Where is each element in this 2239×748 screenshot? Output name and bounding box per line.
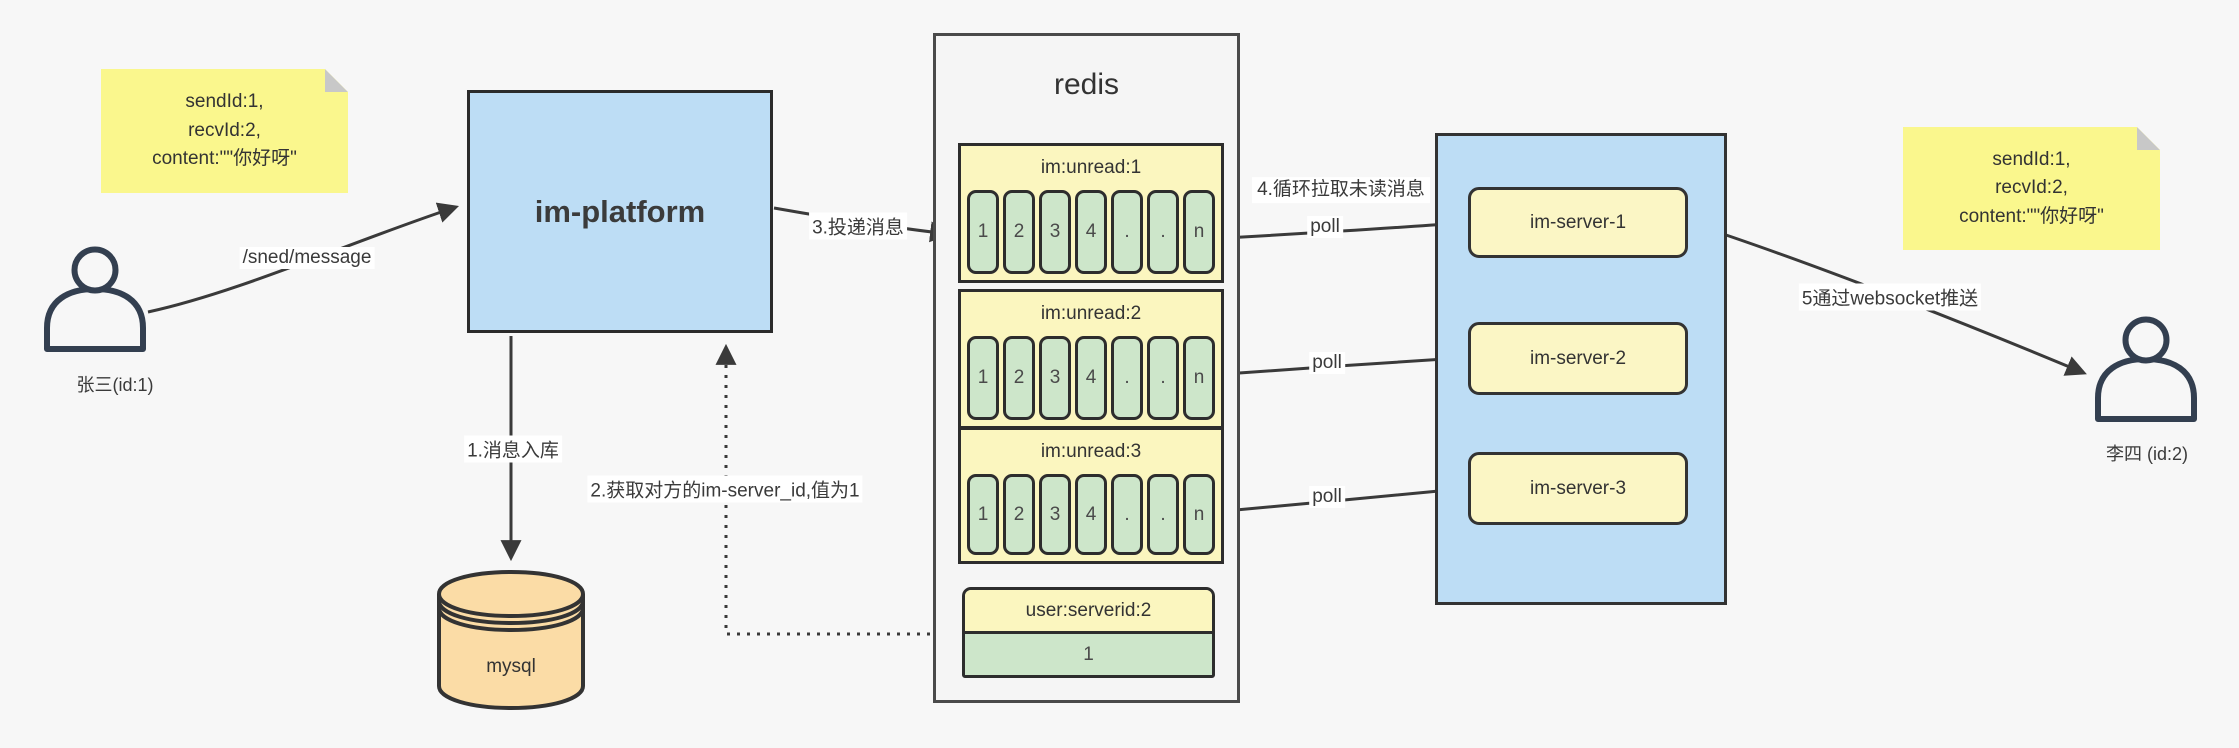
queue-cell: 4 <box>1075 336 1107 420</box>
note-line: recvId:2, <box>1995 177 2068 199</box>
edge-label-step3-deliver: 3.投递消息 <box>809 212 907 240</box>
note-line: content:""你好呀" <box>1959 205 2104 227</box>
mysql-database-node: mysql <box>435 568 587 710</box>
mysql-label: mysql <box>486 656 536 677</box>
im-server-2-node: im-server-2 <box>1468 322 1688 395</box>
note-line: sendId:1, <box>1992 148 2071 170</box>
edge-label-step5-websocket: 5通过websocket推送 <box>1798 283 1982 311</box>
user-serverid-kv: user:serverid:2 1 <box>962 587 1215 678</box>
redis-title: redis <box>1053 68 1120 101</box>
im-server-1-node: im-server-1 <box>1468 187 1688 258</box>
edge-poll-1 <box>1224 213 1464 240</box>
queue-cells: 1 2 3 4 . . n <box>961 474 1221 561</box>
note-line: content:""你好呀" <box>152 148 297 170</box>
edge-label-step4-loop-pull: 4.循环拉取未读消息 <box>1252 177 1430 203</box>
queue-cell: 3 <box>1039 190 1071 274</box>
database-cylinder-icon <box>437 569 585 710</box>
unread-queue-3: im:unread:3 1 2 3 4 . . n <box>958 427 1224 564</box>
im-platform-node: im-platform <box>467 90 773 333</box>
note-text: sendId:1, recvId:2, content:""你好呀" <box>152 88 297 174</box>
sender-label: 张三(id:1) <box>76 375 154 395</box>
unread-queue-2: im:unread:2 1 2 3 4 . . n <box>958 289 1224 429</box>
sticky-note-message-left: sendId:1, recvId:2, content:""你好呀" <box>101 69 348 193</box>
queue-cell: 1 <box>967 474 999 555</box>
queue-cell: . <box>1147 190 1179 274</box>
queue-cell: . <box>1111 336 1143 420</box>
queue-cell: 2 <box>1003 336 1035 420</box>
edge-label-poll-2: poll <box>1309 352 1345 374</box>
kv-key: user:serverid:2 <box>965 590 1212 634</box>
edge-label-step1-store-db: 1.消息入库 <box>464 435 562 463</box>
queue-cell: 1 <box>967 336 999 420</box>
queue-cell: n <box>1183 474 1215 555</box>
unread-queue-1: im:unread:1 1 2 3 4 . . n <box>958 143 1224 283</box>
note-line: sendId:1, <box>185 91 264 113</box>
kv-value: 1 <box>965 634 1212 675</box>
queue-cell: 1 <box>967 190 999 274</box>
queue-name: im:unread:2 <box>1040 303 1142 324</box>
edge-label-step2-get-serverid: 2.获取对方的im-server_id,值为1 <box>587 475 863 503</box>
edge-label-poll-3: poll <box>1309 486 1345 508</box>
queue-name: im:unread:1 <box>1040 157 1142 178</box>
queue-cell: 4 <box>1075 474 1107 555</box>
receiver-label: 李四 (id:2) <box>2105 444 2188 464</box>
queue-cell: . <box>1111 190 1143 274</box>
queue-cells: 1 2 3 4 . . n <box>961 336 1221 426</box>
queue-cell: 3 <box>1039 336 1071 420</box>
im-server-3-node: im-server-3 <box>1468 452 1688 525</box>
edge-label-poll-1: poll <box>1307 216 1343 238</box>
queue-cell: . <box>1147 474 1179 555</box>
queue-cell: 2 <box>1003 190 1035 274</box>
queue-cell: 3 <box>1039 474 1071 555</box>
queue-cell: 4 <box>1075 190 1107 274</box>
queue-cell: n <box>1183 336 1215 420</box>
queue-cell: . <box>1147 336 1179 420</box>
sticky-note-message-right: sendId:1, recvId:2, content:""你好呀" <box>1903 127 2160 250</box>
note-line: recvId:2, <box>188 119 261 141</box>
person-icon <box>2093 314 2199 429</box>
queue-cells: 1 2 3 4 . . n <box>961 190 1221 280</box>
person-icon <box>42 246 148 359</box>
queue-name: im:unread:3 <box>1040 441 1142 462</box>
note-text: sendId:1, recvId:2, content:""你好呀" <box>1959 146 2104 232</box>
edge-label-send-message: /sned/message <box>239 247 375 269</box>
queue-cell: n <box>1183 190 1215 274</box>
queue-cell: 2 <box>1003 474 1035 555</box>
queue-cell: . <box>1111 474 1143 555</box>
